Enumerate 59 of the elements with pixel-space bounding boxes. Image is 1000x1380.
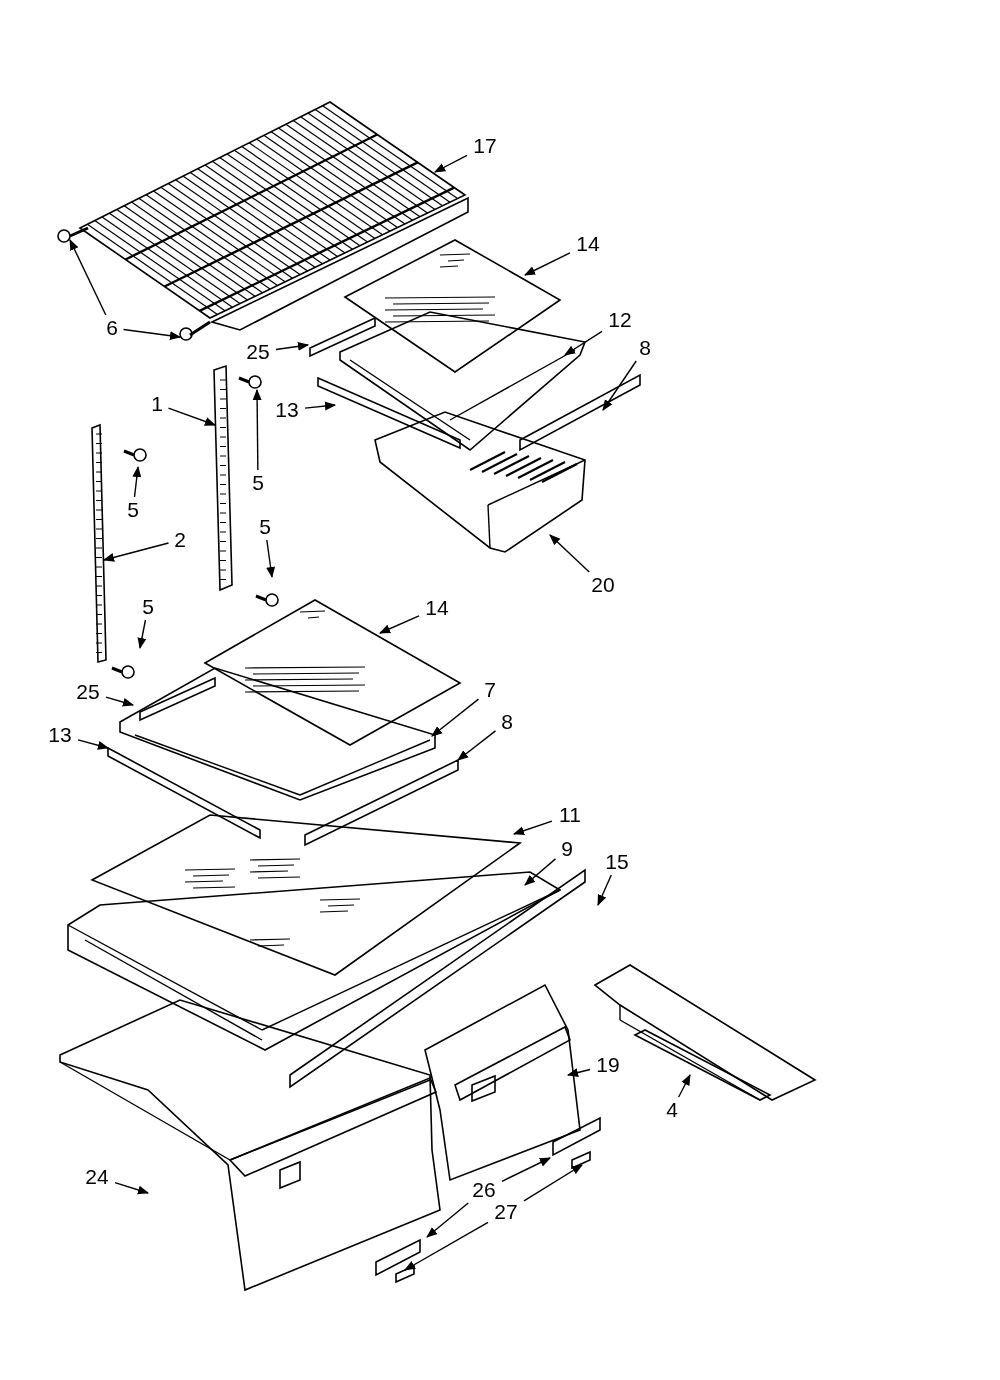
leader-line <box>524 252 571 276</box>
leader-line <box>132 465 142 498</box>
leader-line <box>564 330 603 356</box>
leader-line <box>512 820 553 835</box>
shelf-rail-drawing <box>91 423 107 663</box>
leader-line <box>523 1164 583 1202</box>
callout-number: 20 <box>590 574 616 596</box>
screw-drawing <box>238 375 262 389</box>
callout-number: 2 <box>173 529 187 551</box>
leader-line <box>426 1202 469 1238</box>
leader-line <box>549 534 590 573</box>
callout-number: 19 <box>595 1054 621 1076</box>
leader-line <box>678 1074 691 1098</box>
leader-line <box>434 154 468 173</box>
callout-number: 5 <box>251 472 265 494</box>
callout-number: 27 <box>493 1201 519 1223</box>
callout-number: 7 <box>483 679 497 701</box>
leader-line <box>69 239 107 316</box>
callout-number: 1 <box>150 393 164 415</box>
leader-line <box>114 1181 150 1195</box>
leader-line <box>137 619 147 650</box>
leader-line <box>501 1157 551 1182</box>
callout-number: 5 <box>141 596 155 618</box>
callout-number: 5 <box>126 499 140 521</box>
callout-number: 13 <box>47 724 73 746</box>
callout-number: 8 <box>638 337 652 359</box>
callout-number: 5 <box>258 516 272 538</box>
callout-number: 14 <box>424 597 450 619</box>
leader-line <box>102 542 170 562</box>
callout-number: 24 <box>84 1166 110 1188</box>
leader-line <box>404 1221 489 1271</box>
callout-number: 14 <box>575 233 601 255</box>
leader-line <box>304 401 337 411</box>
leader-line <box>77 739 110 750</box>
callout-number: 25 <box>75 681 101 703</box>
callout-number: 13 <box>274 399 300 421</box>
leader-line <box>105 696 135 707</box>
callout-number: 26 <box>471 1179 497 1201</box>
leader-line <box>266 539 276 579</box>
leader-line <box>431 698 480 737</box>
callout-number: 6 <box>105 317 119 339</box>
leader-line <box>275 341 310 351</box>
callout-number: 9 <box>560 838 574 860</box>
leader-line <box>524 858 557 886</box>
callout-number: 17 <box>472 135 498 157</box>
leader-line <box>378 615 420 634</box>
leader-line <box>597 874 612 906</box>
leader-line <box>122 328 182 341</box>
leader-line <box>602 360 637 411</box>
leader-line <box>167 407 217 426</box>
leader-line <box>252 388 262 471</box>
callout-number: 4 <box>665 1099 679 1121</box>
callout-number: 8 <box>500 711 514 733</box>
callout-number: 12 <box>607 309 633 331</box>
callout-number: 15 <box>604 851 630 873</box>
leader-line <box>457 730 497 761</box>
callout-number: 11 <box>558 804 582 826</box>
leader-line <box>566 1068 591 1077</box>
callout-number: 25 <box>245 341 271 363</box>
